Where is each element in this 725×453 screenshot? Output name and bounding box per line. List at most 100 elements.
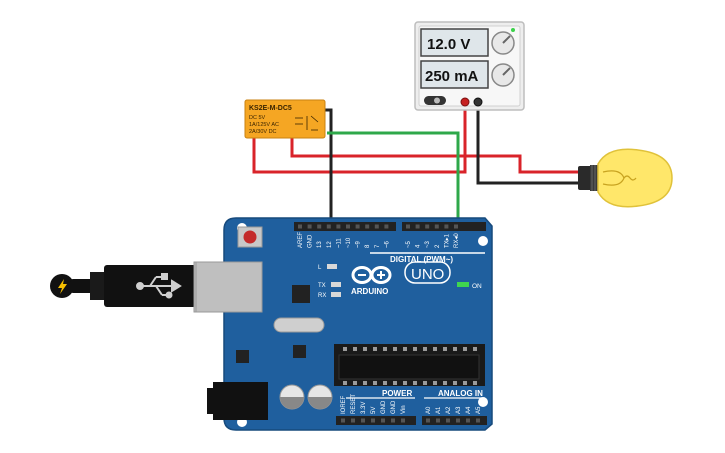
bench-power-supply[interactable]: 12.0 V 250 mA <box>414 21 525 111</box>
pin-label: A0 <box>426 406 432 414</box>
header-pin[interactable] <box>361 418 365 423</box>
voltage-regulator <box>236 350 249 363</box>
current-readout: 250 mA <box>425 68 479 85</box>
header-pin[interactable] <box>446 418 450 423</box>
chip-pin <box>423 347 427 351</box>
pin-label: Vin <box>401 405 407 414</box>
pin-label: A1 <box>436 406 442 414</box>
header-pin[interactable] <box>391 418 395 423</box>
crystal-oscillator <box>273 317 325 333</box>
power-label: POWER <box>382 389 412 398</box>
pin-label: RX◂0 <box>454 233 460 248</box>
negative-terminal[interactable] <box>473 97 483 107</box>
pin-label: ~6 <box>384 240 390 248</box>
pin-label: A3 <box>456 406 462 414</box>
chip-pins <box>343 347 477 385</box>
led-rx <box>331 292 341 297</box>
chip-pin <box>453 381 457 385</box>
mounting-hole <box>478 397 488 407</box>
small-chip <box>293 345 306 358</box>
relay-module[interactable]: KS2E-M-DC5 DC 5V 1A/125V AC 2A/30V DC <box>244 99 326 139</box>
header-pin[interactable] <box>456 418 460 423</box>
pin-label: IOREF <box>341 395 347 414</box>
header-pin[interactable] <box>415 224 420 229</box>
chip-pin <box>383 381 387 385</box>
pin-label: TX▸1 <box>444 233 450 248</box>
led-label-tx: TX <box>318 283 326 289</box>
header-pin[interactable] <box>371 418 375 423</box>
header-pin[interactable] <box>384 224 389 229</box>
wire-black-relay-to-gnd <box>325 108 333 228</box>
pin-label: A5 <box>476 406 482 414</box>
chip-pin <box>473 381 477 385</box>
chip-pin <box>363 381 367 385</box>
atmega-chip <box>338 354 480 380</box>
voltage-knob[interactable] <box>491 28 515 55</box>
chip-pin <box>423 381 427 385</box>
relay-line-1: DC 5V <box>249 115 266 121</box>
pin-label: ~11 <box>336 238 342 248</box>
header-pin[interactable] <box>425 224 430 229</box>
chip-pin <box>413 381 417 385</box>
pin-label: A4 <box>466 406 472 414</box>
pin-label: GND <box>308 234 314 248</box>
header-pin[interactable] <box>336 224 341 229</box>
chip-pin <box>403 347 407 351</box>
wire-red-relay-to-psu <box>252 102 467 174</box>
light-bulb[interactable] <box>578 148 673 208</box>
header-pin[interactable] <box>466 418 470 423</box>
reset-button[interactable] <box>237 226 263 248</box>
power-header <box>336 416 416 425</box>
led-l <box>327 264 337 269</box>
header-pin[interactable] <box>374 224 379 229</box>
header-pin[interactable] <box>355 224 360 229</box>
pin-label: 7 <box>375 244 381 248</box>
header-pin[interactable] <box>317 224 322 229</box>
current-knob[interactable] <box>491 63 515 87</box>
header-pin[interactable] <box>476 418 480 423</box>
header-pin[interactable] <box>454 224 458 229</box>
wires <box>252 102 584 228</box>
analog-label: ANALOG IN <box>438 389 483 398</box>
chip-pin <box>343 347 347 351</box>
chip-pin <box>463 347 467 351</box>
digital-header-right <box>402 222 486 231</box>
pin-label: ~9 <box>356 240 362 248</box>
header-pin[interactable] <box>444 224 449 229</box>
header-pin[interactable] <box>307 224 312 229</box>
header-pin[interactable] <box>436 418 440 423</box>
header-pin[interactable] <box>406 224 410 229</box>
on-label: ON <box>472 283 482 290</box>
chip-pin <box>393 347 397 351</box>
header-pin[interactable] <box>298 224 302 229</box>
header-pin[interactable] <box>365 224 370 229</box>
chip-pin <box>373 381 377 385</box>
led-label-rx: RX <box>318 293 326 299</box>
pin-label: 13 <box>317 241 323 248</box>
positive-terminal[interactable] <box>460 97 470 107</box>
wire-black-psu-to-bulb <box>476 102 584 185</box>
arduino-logo-icon <box>351 266 392 284</box>
header-pin[interactable] <box>346 224 350 229</box>
header-pin[interactable] <box>434 224 439 229</box>
chip-pin <box>413 347 417 351</box>
on-led <box>457 282 469 287</box>
voltage-readout: 12.0 V <box>427 36 470 53</box>
header-pin[interactable] <box>381 418 385 423</box>
usb-chip <box>292 285 310 303</box>
usb-jack <box>195 261 263 313</box>
header-pin[interactable] <box>351 418 355 423</box>
model-text: UNO <box>411 266 444 283</box>
chip-pin <box>453 347 457 351</box>
chip-pin <box>383 347 387 351</box>
chip-pin <box>393 381 397 385</box>
header-pin[interactable] <box>426 418 430 423</box>
header-pin[interactable] <box>326 224 331 229</box>
chip-pin <box>443 347 447 351</box>
pin-label: 2 <box>435 244 441 248</box>
header-pin[interactable] <box>341 418 345 423</box>
header-pin[interactable] <box>401 418 405 423</box>
